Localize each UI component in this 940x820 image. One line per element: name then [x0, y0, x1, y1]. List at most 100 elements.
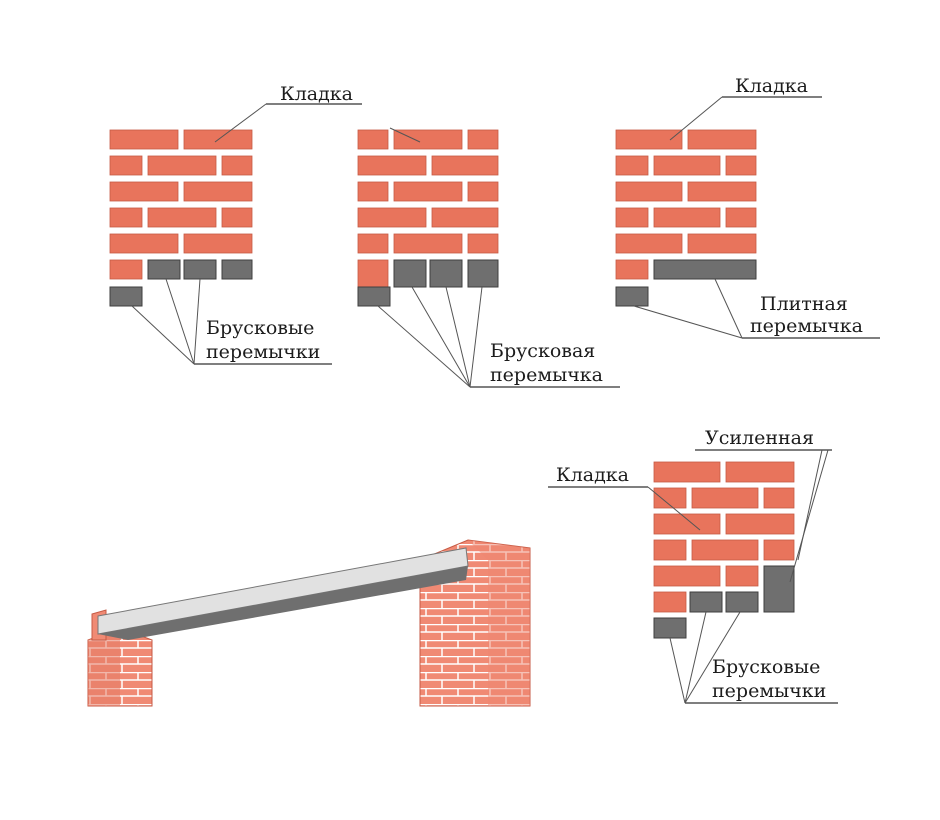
label-kladka-3: Кладка — [735, 75, 808, 97]
label-bruskovaya-b: перемычка — [490, 364, 603, 386]
brick — [615, 259, 649, 280]
brick — [653, 207, 721, 228]
brick — [393, 233, 463, 254]
brick — [109, 181, 179, 202]
brick — [357, 233, 389, 254]
brick — [653, 155, 721, 176]
bar-lintel — [147, 259, 181, 280]
leader-line — [684, 611, 707, 704]
brick — [615, 181, 683, 202]
brick — [615, 207, 649, 228]
leader-line — [633, 305, 743, 339]
brick — [725, 155, 757, 176]
brick — [687, 181, 757, 202]
label-bruskovaya-a: Брусковая — [490, 340, 595, 362]
brick — [653, 461, 721, 483]
masonry — [615, 129, 757, 280]
slab-lintel — [653, 259, 757, 280]
brick — [725, 513, 795, 535]
bar-lintel — [183, 259, 217, 280]
brick — [183, 181, 253, 202]
leader-line — [193, 278, 201, 365]
panel-3-wall — [615, 129, 757, 307]
brick — [109, 155, 143, 176]
brick — [467, 233, 499, 254]
label-plitnaya-a: Плитная — [760, 293, 848, 315]
brick — [221, 207, 253, 228]
bar-lintel — [653, 617, 687, 639]
masonry — [109, 129, 253, 280]
brick — [109, 259, 143, 280]
leader-line — [669, 96, 723, 141]
brick — [467, 129, 499, 150]
brick — [183, 233, 253, 254]
brick — [725, 565, 759, 587]
panel-2-wall — [357, 129, 499, 307]
leader-line — [469, 286, 483, 388]
bar-lintel — [393, 259, 427, 288]
leader-line — [445, 286, 471, 388]
label-bruskovye-4a: Брусковые — [712, 656, 820, 678]
brick — [109, 129, 179, 150]
brick — [615, 129, 683, 150]
bar-lintel — [429, 259, 463, 288]
leader-line — [411, 286, 471, 388]
panel-1-wall — [109, 129, 253, 307]
label-bruskovye-4b: перемычки — [712, 680, 826, 702]
brick — [653, 591, 687, 613]
leader-line — [714, 278, 743, 339]
brick — [653, 513, 721, 535]
bar-lintel — [615, 286, 649, 307]
leader-line — [377, 305, 471, 388]
brick — [357, 207, 427, 228]
label-bruskovye-1a: Брусковые — [206, 317, 314, 339]
brick — [653, 487, 687, 509]
brick — [147, 207, 217, 228]
brick — [615, 155, 649, 176]
label-bruskovye-1b: перемычки — [206, 341, 320, 363]
brick — [221, 155, 253, 176]
brick — [763, 487, 795, 509]
leader-line — [214, 103, 267, 143]
label-plitnaya-b: перемычка — [750, 315, 863, 337]
brick — [393, 181, 463, 202]
brick — [691, 487, 759, 509]
leader-line — [389, 127, 421, 143]
bar-lintel — [221, 259, 253, 280]
brick — [725, 461, 795, 483]
brick — [687, 129, 757, 150]
leader-line — [684, 611, 741, 704]
leader-line — [131, 305, 195, 365]
leader-line — [669, 637, 686, 704]
bar-lintel — [689, 591, 723, 613]
brick — [431, 155, 499, 176]
label-usilennaya: Усиленная — [705, 427, 814, 449]
masonry — [653, 461, 795, 613]
brick — [653, 565, 721, 587]
brick — [357, 181, 389, 202]
leader-line — [789, 449, 829, 583]
label-kladka-1: Кладка — [280, 83, 353, 105]
lintel-beam-side — [98, 566, 468, 640]
leader-line — [165, 278, 195, 365]
bar-lintel — [467, 259, 499, 288]
bar-lintel — [357, 286, 391, 307]
brick — [147, 155, 217, 176]
bar-lintel — [725, 591, 759, 613]
lintel-beam-top — [97, 547, 469, 635]
brick — [357, 129, 389, 150]
brick — [763, 539, 795, 561]
brick — [725, 207, 757, 228]
brick — [687, 233, 757, 254]
bar-lintel — [109, 286, 143, 307]
brick — [691, 539, 759, 561]
brick — [357, 259, 389, 288]
brick — [393, 129, 463, 150]
brick — [109, 207, 143, 228]
reinforced-lintel — [763, 565, 795, 613]
brick — [615, 233, 683, 254]
brick — [653, 539, 687, 561]
label-kladka-4: Кладка — [556, 464, 629, 486]
leader-line — [647, 486, 701, 531]
